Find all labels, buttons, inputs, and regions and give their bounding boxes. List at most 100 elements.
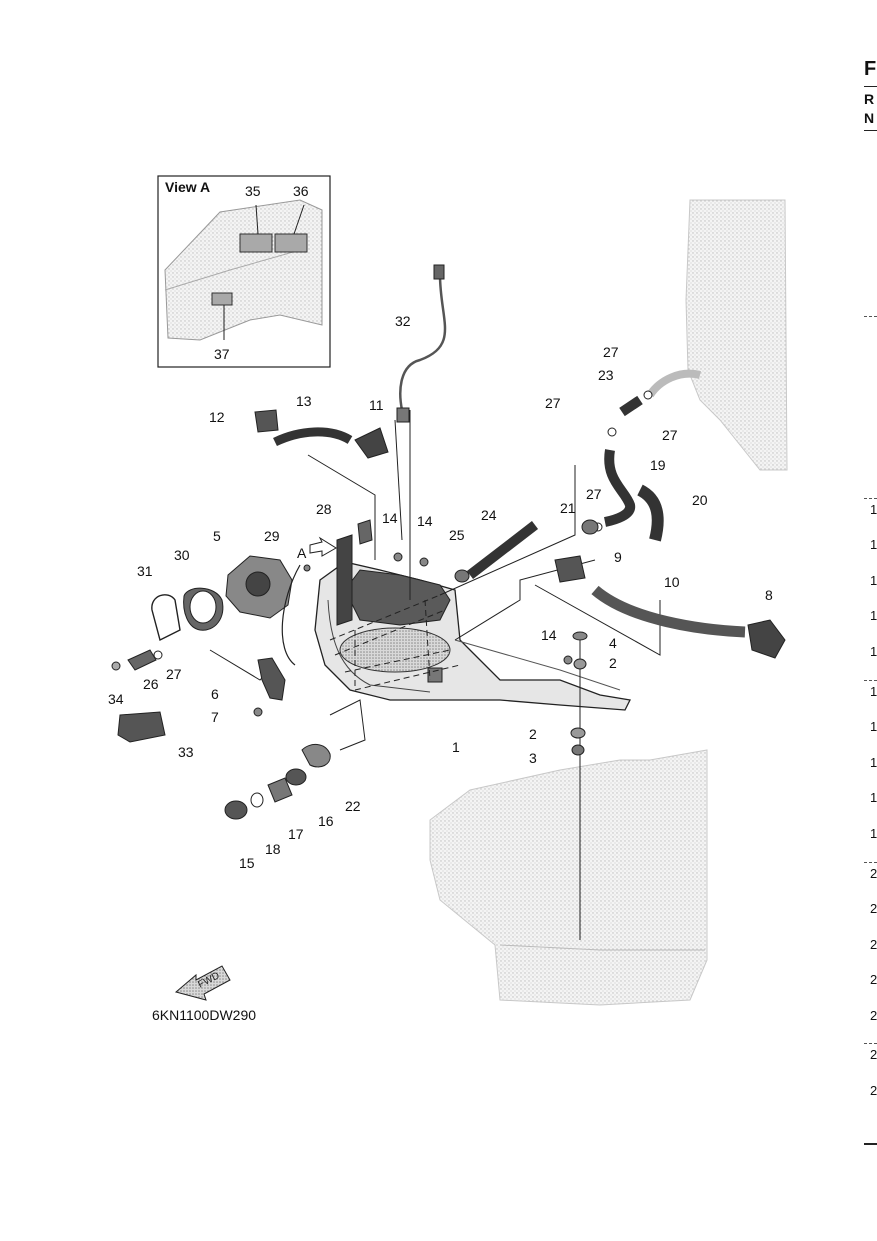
bolt-4	[572, 631, 588, 641]
callout-25: 25	[449, 527, 465, 543]
edge-digit: 2	[870, 901, 877, 916]
grommet-21	[581, 519, 599, 535]
edge-rule-bottom	[864, 1143, 877, 1145]
cap-8	[747, 619, 786, 659]
clamp-22	[301, 744, 331, 768]
hose-24	[466, 521, 539, 579]
callout-11: 11	[369, 397, 384, 413]
edge-digit: 1	[870, 502, 877, 517]
callout-32: 32	[395, 313, 411, 329]
edge-digit: 1	[870, 537, 877, 552]
wire-harness	[399, 274, 447, 411]
nut-3	[571, 744, 585, 756]
callout-27b: 27	[545, 395, 561, 411]
clamp-27d	[153, 650, 163, 660]
edge-digit: 2	[870, 1083, 877, 1098]
hose-19	[603, 449, 636, 527]
fitting-26	[127, 649, 157, 671]
callout-27d: 27	[586, 486, 602, 502]
callout-22: 22	[345, 798, 361, 814]
callout-9: 9	[614, 549, 622, 565]
edge-tick-5	[864, 1043, 877, 1044]
grommet-25	[454, 569, 470, 583]
hose-10	[591, 585, 746, 638]
callout-30: 30	[174, 547, 190, 563]
clip-12	[254, 409, 279, 433]
callout-15: 15	[239, 855, 255, 871]
callout-6: 6	[211, 686, 219, 702]
callout-21: 21	[560, 500, 576, 516]
band-31	[151, 594, 181, 642]
screw-14a	[393, 552, 403, 562]
connector-top	[433, 264, 445, 280]
washer-2b	[570, 727, 586, 739]
engine-ghost-lower	[429, 749, 708, 1006]
callout-33: 33	[178, 744, 194, 760]
diagram-code: 6KN1100DW290	[152, 1007, 256, 1023]
callout-14a: 14	[382, 510, 398, 526]
screw-14b	[419, 557, 429, 567]
edge-digit: 1	[870, 573, 877, 588]
screw-14c	[563, 655, 573, 665]
edge-rule-2	[864, 130, 877, 131]
callout-2a: 2	[609, 655, 617, 671]
callout-13: 13	[296, 393, 312, 409]
callout-1: 1	[452, 739, 460, 755]
bracket-6	[257, 657, 286, 701]
hose-upper	[646, 369, 701, 398]
engine-ghost-upper	[685, 199, 788, 471]
callout-5: 5	[213, 528, 221, 544]
view-a-inset	[157, 175, 331, 368]
edge-tick-1	[864, 316, 877, 317]
edge-digit: 2	[870, 866, 877, 881]
view-a-title: View A	[165, 179, 210, 195]
edge-digit: 2	[870, 972, 877, 987]
callout-4: 4	[609, 635, 617, 651]
sleeve-17	[267, 777, 293, 803]
edge-tick-4	[864, 862, 877, 863]
connector-mid	[396, 407, 410, 423]
edge-digit: 1	[870, 608, 877, 623]
callout-17: 17	[288, 826, 304, 842]
edge-rule	[864, 86, 877, 87]
callout-36: 36	[293, 183, 309, 199]
grommet-16	[285, 768, 307, 786]
callout-23: 23	[598, 367, 614, 383]
clamp-27a	[643, 390, 653, 400]
edge-digit: 1	[870, 790, 877, 805]
callout-37: 37	[214, 346, 230, 362]
edge-tick-2	[864, 498, 877, 499]
screw-29	[303, 564, 311, 572]
callout-2b: 2	[529, 726, 537, 742]
cable-loop	[281, 564, 301, 666]
label-37	[211, 292, 233, 306]
assembly-guides	[329, 594, 461, 691]
callout-18: 18	[265, 841, 281, 857]
edge-digit: 1	[870, 755, 877, 770]
callout-3: 3	[529, 750, 537, 766]
callout-31: 31	[137, 563, 153, 579]
hose-13	[273, 427, 353, 447]
view-a-marker: A	[297, 545, 307, 561]
edge-digit: 1	[870, 684, 877, 699]
bottom-cowling	[314, 534, 631, 711]
view-a-arrow	[309, 536, 337, 557]
callout-14b: 14	[417, 513, 433, 529]
callout-34: 34	[108, 691, 124, 707]
bracket-9	[554, 555, 586, 583]
edge-letter-r: R	[864, 91, 875, 107]
callout-27c: 27	[662, 427, 678, 443]
edge-digit: 2	[870, 1008, 877, 1023]
callout-26: 26	[143, 676, 159, 692]
callout-28: 28	[316, 501, 332, 517]
edge-letter-f: F	[864, 58, 877, 80]
callout-27a: 27	[603, 344, 619, 360]
edge-digit: 1	[870, 826, 877, 841]
grommet-15	[224, 800, 248, 820]
callout-8: 8	[765, 587, 773, 603]
connector-33	[117, 711, 166, 743]
edge-digit: 1	[870, 719, 877, 734]
callout-20: 20	[692, 492, 708, 508]
edge-digit: 1	[870, 644, 877, 659]
